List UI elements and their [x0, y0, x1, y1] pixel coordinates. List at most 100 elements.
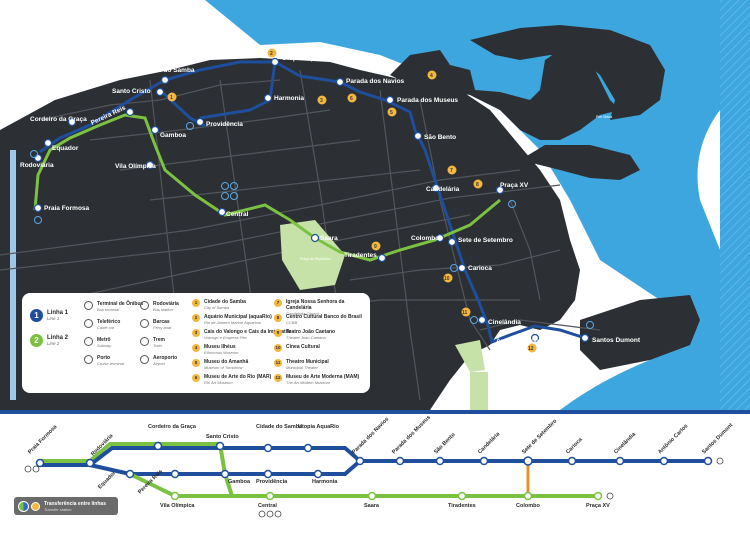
- poi-marker[interactable]: [447, 165, 457, 175]
- sc-station-vila-olimpica[interactable]: [170, 491, 180, 501]
- station-praca-xv[interactable]: [495, 185, 505, 195]
- sc-station-sao-bento[interactable]: [435, 456, 445, 466]
- aterro-park: [455, 340, 485, 372]
- cruise-terminal-icon: [84, 355, 93, 364]
- sc-station-gamboa[interactable]: [220, 469, 230, 479]
- station-harmonia[interactable]: [263, 93, 273, 103]
- sc-station-utopia-aquario[interactable]: [303, 443, 313, 453]
- station-cinelandia[interactable]: [477, 315, 487, 325]
- station-gamboa[interactable]: [150, 125, 160, 135]
- line-1-route: [39, 60, 586, 345]
- station-parada-dos-navios[interactable]: [335, 77, 345, 87]
- legend-label: Metrô: [97, 337, 111, 343]
- poi-marker[interactable]: [371, 241, 381, 251]
- station-candelaria[interactable]: [431, 183, 441, 193]
- sc-label: Antônio Carlos: [657, 423, 689, 455]
- station-carioca[interactable]: [457, 263, 467, 273]
- poi-badge: 7: [274, 299, 282, 307]
- spacer: [220, 444, 362, 457]
- sc-station-tiradentes[interactable]: [457, 491, 467, 501]
- poi-badge: 5: [192, 359, 200, 367]
- poi-marker[interactable]: [473, 179, 483, 189]
- sc-station-saara[interactable]: [367, 491, 377, 501]
- poi-marker[interactable]: [387, 107, 397, 117]
- sc-station-antonio-carlos[interactable]: [659, 456, 669, 466]
- sc-station-harmonia[interactable]: [313, 469, 323, 479]
- sc-station-central[interactable]: [265, 491, 275, 501]
- station-antonio-carlos[interactable]: [530, 333, 540, 343]
- poi-badge: 1: [192, 299, 200, 307]
- sc-label: Candelária: [477, 431, 502, 456]
- sc-station-sete-de-setembro[interactable]: [523, 456, 533, 466]
- station-tiradentes[interactable]: [377, 253, 387, 263]
- station-cordeiro-da-graca[interactable]: [67, 117, 77, 127]
- station-praia-formosa[interactable]: [33, 203, 43, 213]
- station-pereira-reis[interactable]: [125, 107, 135, 117]
- sc-station-praca-xv[interactable]: [593, 491, 603, 501]
- schematic-svg: Praia Formosa Rodoviária Cordeiro da Gra…: [24, 415, 734, 518]
- sc-station-parada-dos-museus[interactable]: [395, 456, 405, 466]
- label-utopia-aquario: Utopia AquaRio: [282, 55, 331, 62]
- poi-marker[interactable]: [427, 70, 437, 80]
- sc-station-santo-cristo[interactable]: [215, 441, 225, 451]
- sc-station-parada-dos-navios[interactable]: [355, 456, 365, 466]
- station-sete-de-setembro[interactable]: [447, 237, 457, 247]
- line-schematic: Praia Formosa Rodoviária Cordeiro da Gra…: [0, 410, 750, 535]
- sc-label: Cinelândia: [613, 431, 638, 456]
- legend-sub: Subway: [97, 343, 112, 348]
- sc-station-candelaria[interactable]: [479, 456, 489, 466]
- label-praia-formosa: Praia Formosa: [44, 205, 90, 212]
- poi-badge: 6: [192, 374, 200, 382]
- line-1-harmonia: [199, 61, 277, 120]
- station-equador[interactable]: [43, 138, 53, 148]
- station-rodoviaria[interactable]: [33, 153, 43, 163]
- label-sete-de-setembro: Sete de Setembro: [458, 237, 513, 244]
- sc-station-cinelandia[interactable]: [615, 456, 625, 466]
- sc-station-equador-mid[interactable]: [170, 469, 180, 479]
- park-label: Praça da República: [300, 257, 331, 261]
- station-parada-dos-museus[interactable]: [385, 95, 395, 105]
- label-sao-bento: São Bento: [424, 134, 456, 141]
- sc-label: Harmonia: [312, 479, 338, 485]
- poi-badge: 12: [274, 374, 282, 382]
- line-2-route: [33, 113, 501, 262]
- sc-station-carioca[interactable]: [567, 456, 577, 466]
- station-sao-bento[interactable]: [413, 131, 423, 141]
- station-utopia-aquario[interactable]: [270, 57, 280, 67]
- station-cidade-do-samba[interactable]: [160, 75, 170, 85]
- station-vila-olimpica[interactable]: [145, 160, 155, 170]
- poi-name: Museu de Arte Moderna (MAM): [286, 374, 360, 380]
- poi-marker[interactable]: [167, 92, 177, 102]
- sc-station-cordeiro-da-graca[interactable]: [153, 441, 163, 451]
- station-santos-dumont[interactable]: [580, 333, 590, 343]
- legend-sub: Cable car: [97, 325, 115, 330]
- station-santo-cristo[interactable]: [155, 87, 165, 97]
- sc-station-praia-formosa[interactable]: [35, 458, 45, 468]
- poi-marker[interactable]: [317, 95, 327, 105]
- sc-station-santos-dumont[interactable]: [703, 456, 713, 466]
- sc-station-providencia[interactable]: [263, 469, 273, 479]
- sc-station-cidade-do-samba[interactable]: [263, 443, 273, 453]
- poi-marker[interactable]: [443, 273, 453, 283]
- poi-marker[interactable]: [527, 343, 537, 353]
- poi-sub: Museum of Tomorrow: [204, 365, 243, 370]
- station-saara[interactable]: [310, 233, 320, 243]
- poi-marker[interactable]: [347, 93, 357, 103]
- legend-sub: Airport: [153, 361, 165, 366]
- poi-number: 12: [528, 346, 534, 352]
- legend-sub: Cruise terminal: [97, 361, 124, 366]
- poi-marker[interactable]: [267, 48, 277, 58]
- station-providencia[interactable]: [195, 117, 205, 127]
- map-stations: [33, 57, 590, 343]
- poi-marker[interactable]: [461, 307, 471, 317]
- station-colombo[interactable]: [435, 233, 445, 243]
- sc-station-pereira-reis[interactable]: [125, 469, 135, 479]
- sc-label: Santos Dumont: [701, 422, 734, 455]
- poi-number: 7: [450, 168, 453, 174]
- bus-terminal-icon: [221, 192, 229, 200]
- sc-station-colombo[interactable]: [523, 491, 533, 501]
- sc-station-rodoviaria[interactable]: [85, 458, 95, 468]
- station-central[interactable]: [217, 207, 227, 217]
